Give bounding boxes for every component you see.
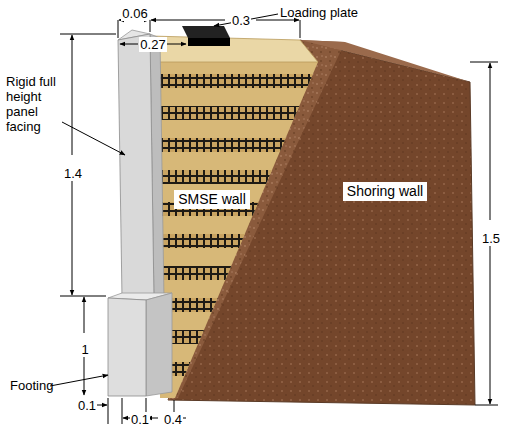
geogrid-layer: [156, 74, 313, 88]
geogrid-layer: [158, 266, 231, 280]
region-label: SMSE wall: [174, 190, 250, 209]
geogrid-layers: [156, 74, 313, 376]
dimension-label: 0.1: [77, 398, 97, 413]
dimension-label: Loading plate: [280, 5, 358, 20]
loading-plate-top: [182, 26, 230, 38]
dimension-label: 0.06: [121, 6, 148, 21]
geogrid-layer: [157, 138, 286, 152]
region-label: Shoring wall: [343, 182, 427, 201]
geogrid-layer: [158, 234, 245, 248]
dimension-label: Footing: [10, 378, 53, 393]
footing: [108, 298, 146, 396]
dimension-label: 0.1: [130, 412, 150, 427]
loading-plate: [188, 38, 230, 46]
dimension-label: Rigid full height panel facing: [6, 74, 76, 134]
geogrid-layer: [157, 170, 272, 184]
dimension-label: 0.27: [139, 37, 166, 52]
facing-panel: [118, 34, 154, 300]
dimension-label: 0.3: [231, 13, 251, 28]
footing-side: [146, 293, 172, 396]
dimension-label: 1.5: [481, 231, 501, 246]
dimension-lines: [50, 14, 498, 424]
dimension-label: 1: [80, 342, 89, 357]
dimension-label: 0.4: [163, 412, 183, 427]
geogrid-layer: [157, 106, 300, 120]
backfill-top: [150, 36, 318, 62]
backfill: [156, 62, 318, 398]
shoring-top: [300, 40, 470, 82]
dimension-label: 1.4: [63, 166, 83, 181]
